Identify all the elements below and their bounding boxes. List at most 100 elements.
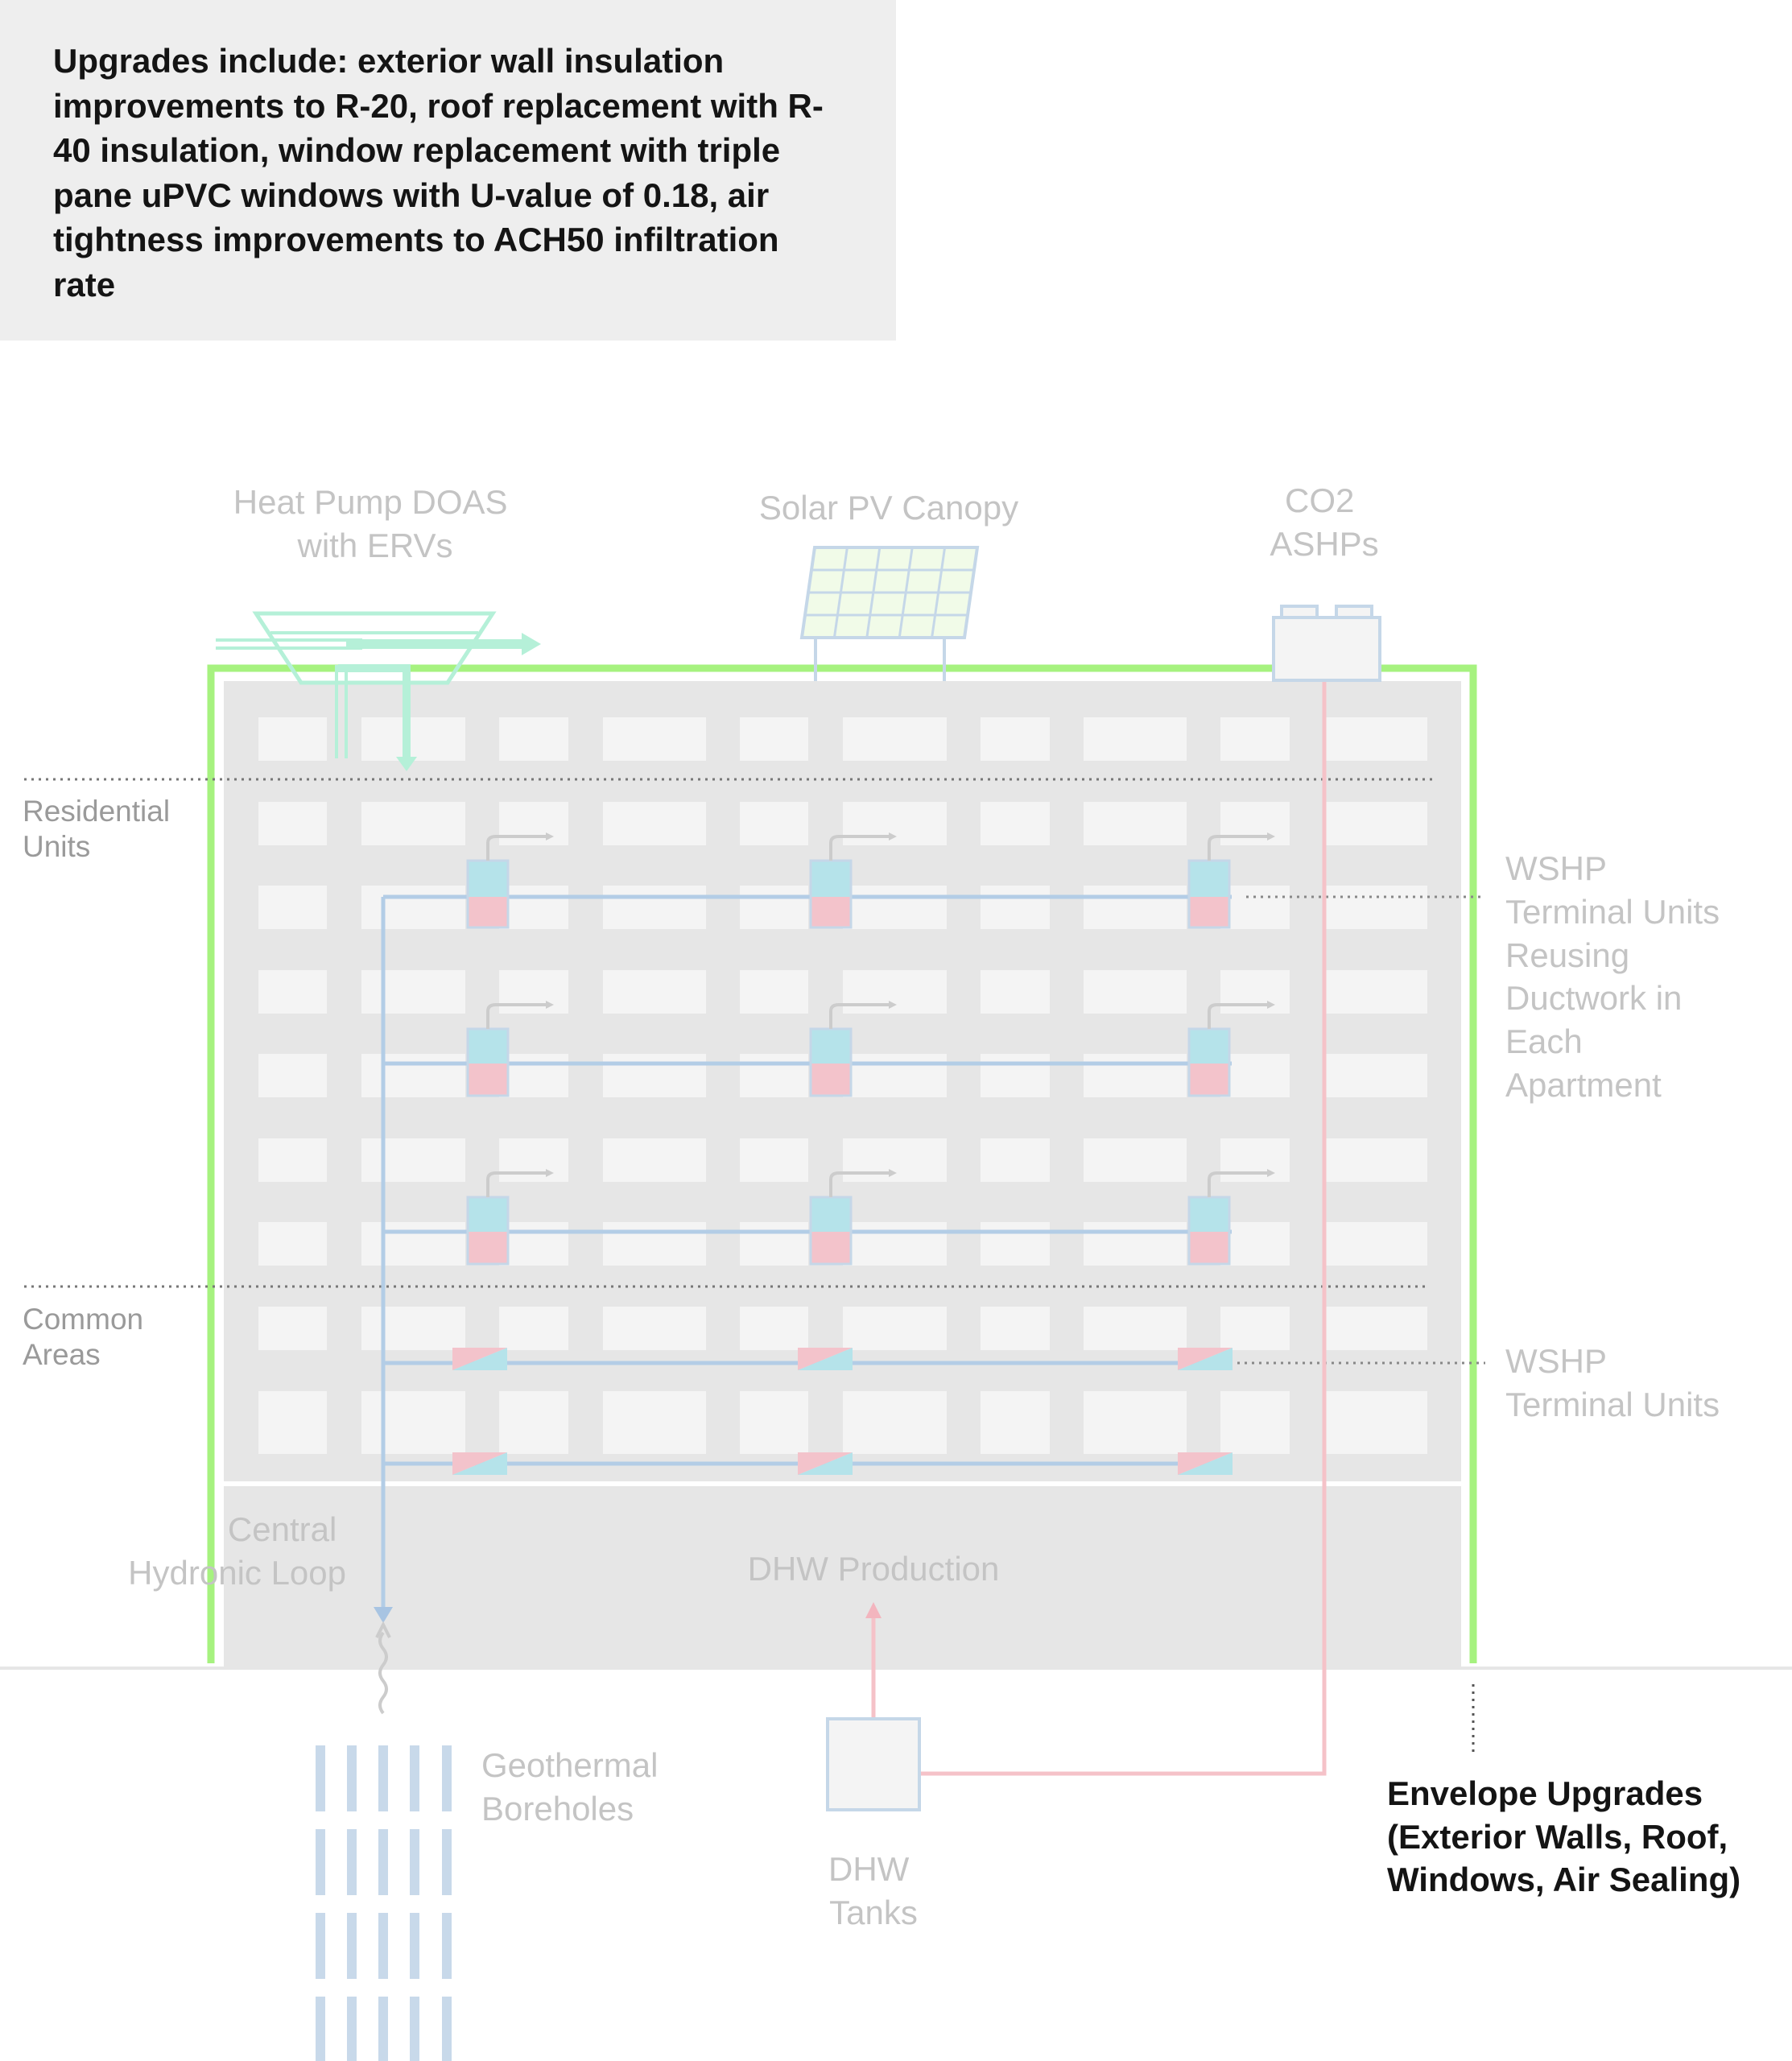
wshp-terminal-units-residential [466, 832, 1275, 1266]
wshp-unit [466, 832, 554, 929]
borehole-segment [410, 1829, 419, 1895]
label-wshp-residential: WSHP Terminal Units Reusing Ductwork in … [1505, 849, 1729, 1104]
wshp-supply-arrow [829, 832, 897, 861]
facade-window [258, 1391, 327, 1454]
facade-window [740, 1054, 808, 1097]
wshp-cooling-half [1178, 1348, 1233, 1370]
facade-window [981, 886, 1050, 929]
wshp-supply-arrow [1208, 832, 1275, 861]
facade-window [361, 886, 465, 929]
borehole-segment [410, 1997, 419, 2061]
heat-pump-doas [216, 611, 541, 771]
wshp-heating-half [468, 897, 508, 927]
facade-window [981, 1307, 1050, 1350]
doas-supply-duct [338, 664, 411, 757]
wshp-heating-half [1189, 897, 1229, 927]
borehole-segment [442, 1913, 452, 1979]
facade-window [603, 1138, 706, 1182]
facade-window [499, 1138, 568, 1182]
borehole-segment [347, 1745, 357, 1811]
facade-window [258, 717, 327, 761]
wshp-terminal-units-common [452, 1348, 1233, 1475]
borehole-segment [442, 1745, 452, 1811]
doas-exhaust-arrowhead [522, 633, 541, 655]
facade-window [981, 717, 1050, 761]
facade-window [361, 970, 465, 1014]
facade-window [740, 970, 808, 1014]
wshp-cooling-half [1189, 1197, 1229, 1232]
ashp-to-tanks-line [920, 679, 1327, 1776]
wshp-unit [1187, 1169, 1275, 1266]
facade-window [1084, 1307, 1187, 1350]
wshp-cooling-half [468, 1029, 508, 1064]
wshp-common-unit [452, 1348, 507, 1370]
facade-window [1220, 802, 1290, 845]
facade-window [843, 970, 947, 1014]
wshp-cooling-half [1178, 1452, 1233, 1475]
upgrades-note-box: Upgrades include: exterior wall insulati… [0, 0, 896, 341]
facade-window [740, 886, 808, 929]
label-solar-pv-canopy: Solar PV Canopy [759, 489, 1018, 527]
borehole-segment [410, 1745, 419, 1811]
facade-window [258, 1222, 327, 1266]
borehole-segment [410, 1913, 419, 1979]
facade-window [603, 1391, 706, 1454]
facade-window [843, 886, 947, 929]
facade-window [258, 802, 327, 845]
wshp-common-unit [1178, 1348, 1233, 1370]
ashp-unit [1272, 616, 1381, 682]
facade-window [1324, 717, 1427, 761]
facade-window [1220, 1138, 1290, 1182]
borehole-segment [347, 1997, 357, 2061]
borehole-segment [442, 1829, 452, 1895]
label-heat-pump-doas: Heat Pump DOAS with ERVs [233, 483, 517, 564]
facade-window [361, 1138, 465, 1182]
wshp-common-unit [798, 1348, 853, 1370]
wshp-supply-arrow [829, 1169, 897, 1197]
wshp-unit [466, 1169, 554, 1266]
solar-panel-cells [805, 547, 974, 638]
label-geothermal-boreholes: Geothermal Boreholes [481, 1746, 667, 1828]
facade-window [843, 1054, 947, 1097]
label-co2-ashps: CO2 ASHPs [1270, 481, 1378, 563]
borehole-segment [316, 1913, 325, 1979]
facade-window [843, 717, 947, 761]
facade-window [1220, 1307, 1290, 1350]
wshp-supply-arrow [486, 1001, 554, 1029]
wshp-common-unit [1178, 1452, 1233, 1475]
facade-window [1324, 1391, 1427, 1454]
borehole-segment [316, 1997, 325, 2061]
wshp-common-unit [798, 1452, 853, 1475]
facade-window [1084, 1138, 1187, 1182]
facade-window [258, 1054, 327, 1097]
facade-window [1084, 1391, 1187, 1454]
facade-window [361, 717, 465, 761]
co2-ashps [1272, 605, 1381, 682]
facade-window [499, 802, 568, 845]
facade-window [603, 1307, 706, 1350]
facade-window [258, 1138, 327, 1182]
facade-window [740, 1307, 808, 1350]
facade-window [843, 1307, 947, 1350]
borehole-segment [316, 1745, 325, 1811]
label-common-areas: Common Areas [23, 1303, 151, 1371]
envelope-outline [207, 664, 1477, 1663]
facade-window [1220, 970, 1290, 1014]
facade-window [1084, 970, 1187, 1014]
facade-window [981, 802, 1050, 845]
facade-window [1084, 1222, 1187, 1266]
facade-window [499, 1222, 568, 1266]
label-dhw-production: DHW Production [748, 1550, 1000, 1588]
facade-window [499, 1307, 568, 1350]
upgrades-note-text: Upgrades include: exterior wall insulati… [53, 42, 824, 304]
facade-window [603, 886, 706, 929]
facade-window [603, 802, 706, 845]
borehole-segment [378, 1829, 388, 1895]
wshp-cooling-half [811, 1197, 851, 1232]
facade-window [1324, 802, 1427, 845]
wshp-common-unit [452, 1452, 507, 1475]
wshp-unit [466, 1001, 554, 1097]
wshp-unit [809, 1169, 897, 1266]
solar-pv-canopy [799, 546, 980, 681]
